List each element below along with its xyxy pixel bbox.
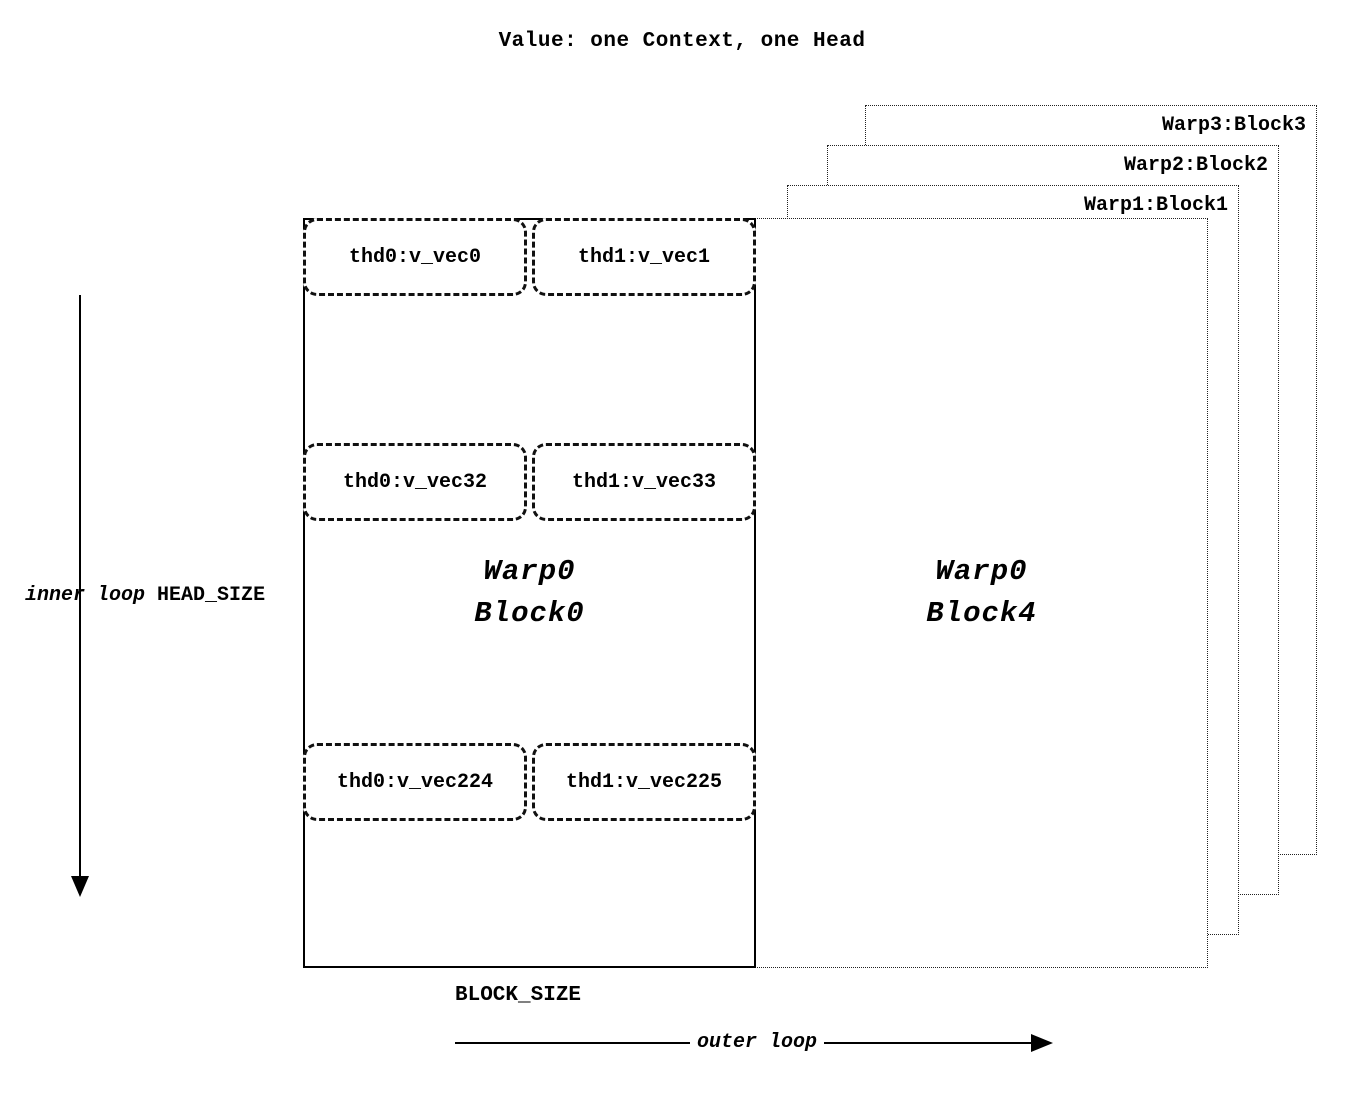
block-warp0-block4-label: Warp0 Block4	[926, 551, 1036, 635]
head-size-label: HEAD_SIZE	[157, 584, 266, 607]
outer-loop-arrowhead-icon	[1031, 1034, 1053, 1052]
thread-box-thd0-vvec0: thd0:v_vec0	[303, 218, 527, 296]
block-warp1-block1-label: Warp1:Block1	[1083, 194, 1228, 217]
thread-box-thd1-vvec225: thd1:v_vec225	[532, 743, 756, 821]
outer-loop-label: outer loop	[690, 1031, 825, 1054]
diagram-title: Value: one Context, one Head	[498, 30, 866, 53]
block-warp0-block4: Warp0 Block4	[755, 218, 1208, 968]
block-warp0-block0-label-line2: Block0	[474, 597, 585, 630]
block-warp0-block4-label-line1: Warp0	[935, 554, 1028, 588]
block-size-label: BLOCK_SIZE	[455, 984, 582, 1007]
inner-loop-label: inner loop HEAD_SIZE	[25, 584, 265, 607]
block-warp0-block4-label-line2: Block4	[926, 597, 1037, 630]
thread-box-thd0-vvec32: thd0:v_vec32	[303, 443, 527, 521]
inner-loop-arrow-line	[79, 295, 81, 878]
inner-loop-arrowhead-icon	[71, 876, 89, 897]
inner-loop-label-italic: inner loop	[25, 584, 146, 607]
block-warp2-block2-label: Warp2:Block2	[1123, 154, 1268, 177]
block-warp0-block0-label-line1: Warp0	[483, 554, 576, 588]
thread-box-thd1-vvec33: thd1:v_vec33	[532, 443, 756, 521]
block-warp0-block0: Warp0 Block0	[303, 218, 756, 968]
block-warp0-block0-label: Warp0 Block0	[474, 551, 584, 635]
block-warp3-block3-label: Warp3:Block3	[1161, 114, 1306, 137]
thread-box-thd0-vvec224: thd0:v_vec224	[303, 743, 527, 821]
thread-box-thd1-vvec1: thd1:v_vec1	[532, 218, 756, 296]
